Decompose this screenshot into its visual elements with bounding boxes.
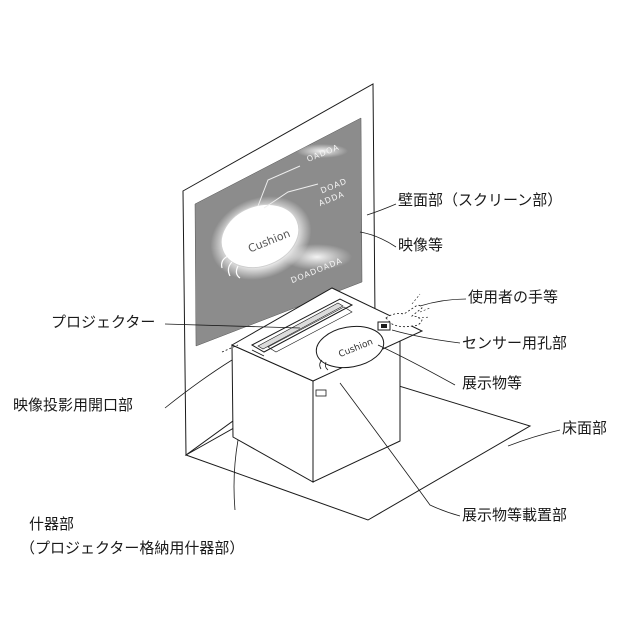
user-hand: [386, 305, 422, 326]
label-exhibit-platform: 展示物等載置部: [462, 508, 567, 523]
fixture-side-slot: [316, 390, 326, 396]
label-sensor-hole: センサー用孔部: [462, 336, 567, 351]
label-fixture-detail: （プロジェクター格納用什器部）: [20, 541, 244, 556]
label-fixture: 什器部: [29, 517, 74, 532]
label-video: 映像等: [398, 238, 443, 253]
label-exhibit: 展示物等: [462, 376, 522, 391]
label-floor: 床面部: [562, 421, 607, 436]
label-user-hand: 使用者の手等: [468, 290, 558, 305]
label-projection-opening: 映像投影用開口部: [13, 398, 133, 413]
label-wall-screen: 壁面部（スクリーン部）: [398, 193, 562, 208]
label-projector: プロジェクター: [51, 315, 155, 330]
sensor-hole-inner: [381, 324, 387, 328]
